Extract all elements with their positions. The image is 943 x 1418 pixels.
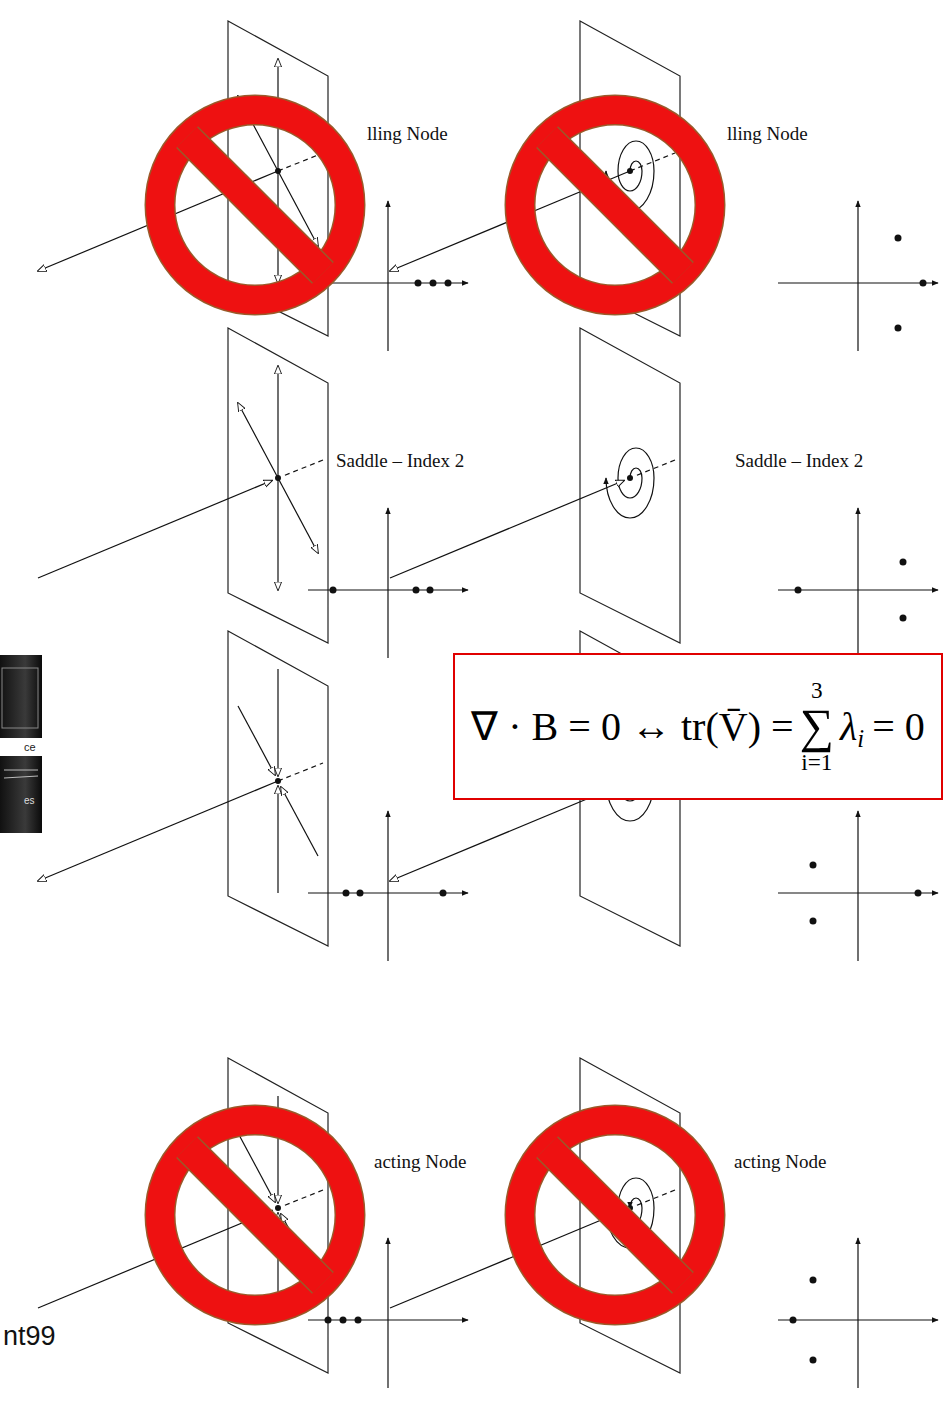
type-label: Saddle – Index 2 bbox=[336, 451, 464, 472]
eigenvalue-dot bbox=[900, 559, 907, 566]
critical-point bbox=[627, 168, 633, 174]
complex-plane-axes bbox=[778, 1238, 938, 1388]
eigenvalue-dot bbox=[330, 587, 337, 594]
eigenvalue-dot bbox=[415, 280, 422, 287]
eigenvalue-dot bbox=[810, 1277, 817, 1284]
critical-point bbox=[275, 475, 281, 481]
sum-symbol: ∑ bbox=[800, 702, 834, 750]
image-fragment-detail bbox=[2, 668, 38, 728]
eigenvalue-plot bbox=[778, 1238, 938, 1388]
type-label: acting Node bbox=[734, 1152, 826, 1173]
eigenvalue-plot bbox=[308, 811, 468, 961]
critical-point-cell bbox=[390, 328, 680, 643]
eigenvector-arrows bbox=[238, 366, 318, 590]
critical-point bbox=[275, 1205, 281, 1211]
image-fragment bbox=[0, 655, 42, 833]
axis-line bbox=[38, 763, 323, 881]
eigenvalue-dot bbox=[325, 1317, 332, 1324]
prohibition-sign bbox=[520, 1120, 710, 1310]
type-label: acting Node bbox=[374, 1152, 466, 1173]
type-label: lling Node bbox=[727, 124, 808, 145]
critical-point bbox=[275, 168, 281, 174]
complex-plane-axes bbox=[308, 508, 468, 658]
prohibition-sign bbox=[160, 110, 350, 300]
eigenvalue-dot bbox=[430, 280, 437, 287]
eigenvalue-plot bbox=[778, 811, 938, 961]
complex-plane-axes bbox=[778, 201, 938, 351]
eigenvalue-dot bbox=[445, 280, 452, 287]
eigenvalue-dot bbox=[355, 1317, 362, 1324]
eigenvalue-dot bbox=[900, 615, 907, 622]
eigenvalue-dot bbox=[340, 1317, 347, 1324]
sum-lower-limit: i=1 bbox=[801, 751, 832, 774]
prohibition-sign bbox=[520, 110, 710, 300]
eigenvalue-dot bbox=[357, 890, 364, 897]
complex-plane-axes bbox=[308, 811, 468, 961]
eigenvalue-dot bbox=[895, 235, 902, 242]
spiral bbox=[606, 448, 654, 518]
eigenvalue-dot bbox=[810, 1357, 817, 1364]
critical-point bbox=[275, 778, 281, 784]
eigenvalue-dot bbox=[915, 890, 922, 897]
eigenvalue-dot bbox=[810, 918, 817, 925]
critical-point bbox=[627, 475, 633, 481]
plane bbox=[228, 328, 328, 643]
eigenvector-arrows bbox=[238, 669, 318, 893]
eigenvalue-dot bbox=[427, 587, 434, 594]
eigenvalue-dot bbox=[810, 862, 817, 869]
complex-plane-axes bbox=[778, 508, 938, 658]
critical-point-cell bbox=[38, 328, 328, 643]
image-fragment-detail bbox=[4, 770, 38, 778]
eigenvalue-dot bbox=[343, 890, 350, 897]
equation: ∇ · B = 0 ↔ tr(V̄) =3∑i=1λi= 0 bbox=[471, 679, 925, 774]
prohibition-sign bbox=[160, 1120, 350, 1310]
eigenvalue-dot bbox=[440, 890, 447, 897]
type-label: lling Node bbox=[367, 124, 448, 145]
critical-point-cell bbox=[38, 1058, 328, 1373]
axis-line bbox=[390, 460, 675, 578]
equation-variable: λ bbox=[840, 703, 857, 750]
eigenvalue-dot bbox=[895, 325, 902, 332]
eigenvalue-plot bbox=[308, 508, 468, 658]
complex-plane-axes bbox=[778, 811, 938, 961]
equation-text: = 0 bbox=[872, 703, 925, 750]
sum-upper-limit: 3 bbox=[811, 679, 823, 702]
plane bbox=[228, 631, 328, 946]
eigenvalue-dot bbox=[413, 587, 420, 594]
eigenvalue-dot bbox=[795, 587, 802, 594]
fragment-text: es bbox=[24, 795, 35, 806]
critical-point-cell bbox=[38, 631, 328, 946]
subscript: i bbox=[857, 725, 864, 753]
equation-box: ∇ · B = 0 ↔ tr(V̄) =3∑i=1λi= 0 bbox=[453, 653, 943, 800]
sum-group: 3∑i=1 bbox=[800, 679, 834, 774]
equation-text: ∇ · B = 0 ↔ tr(V̄) = bbox=[471, 703, 793, 750]
eigenvalue-dot bbox=[790, 1317, 797, 1324]
eigenvalue-plot bbox=[778, 508, 938, 658]
plane bbox=[580, 328, 680, 643]
citation-text: nt99 bbox=[3, 1322, 56, 1352]
eigenvalue-plot bbox=[778, 201, 938, 351]
axis-line bbox=[38, 460, 323, 578]
eigenvalue-dot bbox=[920, 280, 927, 287]
type-label: Saddle – Index 2 bbox=[735, 451, 863, 472]
fragment-text: ce bbox=[24, 741, 36, 753]
image-fragment-patch bbox=[0, 738, 42, 756]
